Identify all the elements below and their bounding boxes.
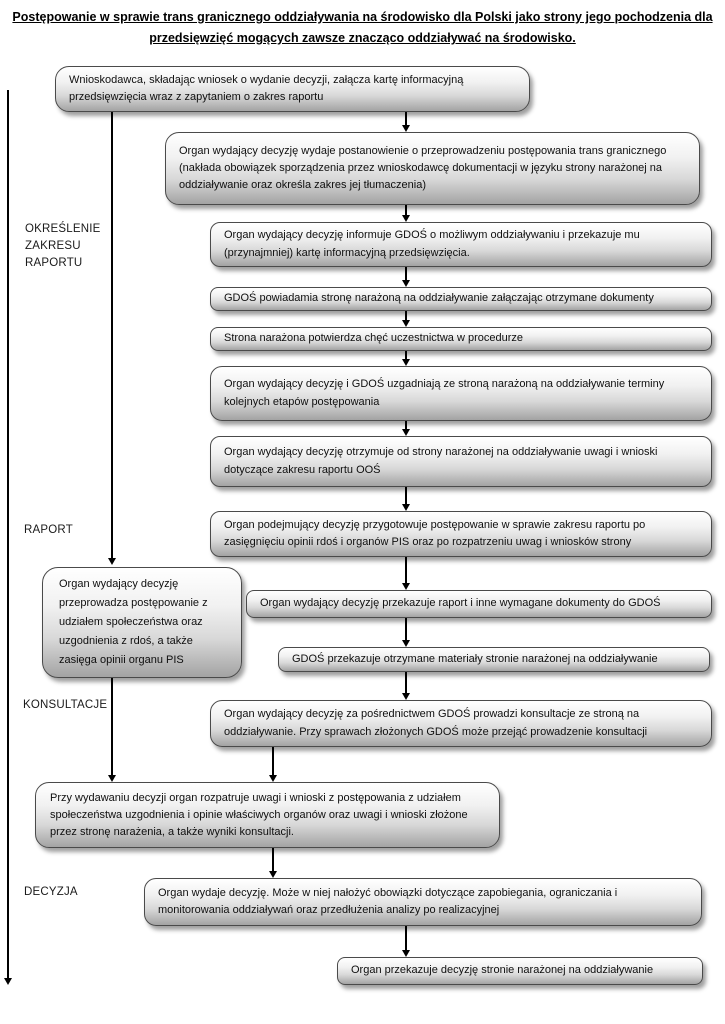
title-line-2: przedsięwzięć mogących zawsze znacząco o…	[149, 31, 576, 45]
arrow-gdos-przekazuje-materialy-to-konsultacje-gdos	[401, 672, 410, 700]
stage-label-okreslenie-zakresu-raportu: OKREŚLENIE ZAKRESU RAPORTU	[25, 221, 101, 272]
arrow-przekazuje-raport-to-gdos-przekazuje-materialy	[401, 618, 410, 647]
arrow-udzial-spoleczenstwa-to-rozpatruje-uwagi	[107, 678, 116, 782]
stage-label-raport: RAPORT	[24, 524, 73, 536]
box-udzial-spoleczenstwa: Organ wydający decyzję przeprowadza post…	[42, 567, 242, 678]
arrow-rozpatruje-uwagi-to-wydaje-decyzje	[268, 847, 277, 878]
box-strona-potwierdza: Strona narażona potwierdza chęć uczestni…	[210, 327, 712, 351]
box-rozpatruje-uwagi: Przy wydawaniu decyzji organ rozpatruje …	[35, 782, 500, 848]
timeline-rail-arrow	[3, 90, 12, 985]
arrow-postanowienie-to-informuje-gdos	[401, 205, 410, 222]
arrow-wniosek-to-postanowienie	[401, 112, 410, 132]
title-line-1: Postępowanie w sprawie trans granicznego…	[12, 10, 713, 24]
box-gdos-przekazuje-materialy: GDOŚ przekazuje otrzymane materiały stro…	[278, 647, 710, 672]
box-wniosek: Wnioskodawca, składając wniosek o wydani…	[55, 66, 530, 112]
stage-label-decyzja: DECYZJA	[24, 886, 78, 898]
box-wydaje-decyzje: Organ wydaje decyzję. Może w niej nałoży…	[144, 878, 702, 926]
box-informuje-gdos: Organ wydający decyzję informuje GDOŚ o …	[210, 222, 712, 267]
page-title: Postępowanie w sprawie trans granicznego…	[0, 7, 725, 49]
stage-okreslenie-line2: ZAKRESU	[25, 240, 81, 252]
arrow-informuje-gdos-to-gdos-powiadamia	[401, 267, 410, 287]
stage-okreslenie-line3: RAPORTU	[25, 257, 83, 269]
box-przekazuje-decyzje: Organ przekazuje decyzję stronie narażon…	[337, 957, 703, 985]
arrow-wydaje-decyzje-to-przekazuje-decyzje	[401, 926, 410, 957]
stage-label-konsultacje: KONSULTACJE	[23, 699, 108, 711]
arrow-strona-potwierdza-to-uzgadniaja-terminy	[401, 351, 410, 366]
stage-okreslenie-line1: OKREŚLENIE	[25, 223, 101, 235]
arrow-przygotowuje-postepowanie-to-przekazuje-raport	[401, 557, 410, 590]
box-konsultacje-gdos: Organ wydający decyzję za pośrednictwem …	[210, 700, 712, 747]
box-gdos-powiadamia: GDOŚ powiadamia stronę narażoną na oddzi…	[210, 287, 712, 311]
arrow-konsultacje-gdos-to-rozpatruje-uwagi	[268, 747, 277, 782]
box-uwagi-wnioski: Organ wydający decyzję otrzymuje od stro…	[210, 436, 712, 487]
arrow-uwagi-wnioski-to-przygotowuje-postepowanie	[401, 487, 410, 511]
arrow-gdos-powiadamia-to-strona-potwierdza	[401, 311, 410, 327]
arrow-uzgadniaja-terminy-to-uwagi-wnioski	[401, 421, 410, 436]
box-przygotowuje-postepowanie: Organ podejmujący decyzję przygotowuje p…	[210, 511, 712, 557]
box-postanowienie: Organ wydający decyzję wydaje postanowie…	[165, 132, 700, 205]
box-przekazuje-raport: Organ wydający decyzję przekazuje raport…	[246, 590, 712, 618]
box-uzgadniaja-terminy: Organ wydający decyzję i GDOŚ uzgadniają…	[210, 366, 712, 421]
arrow-wniosek-to-udzial-spoleczenstwa	[107, 112, 116, 565]
